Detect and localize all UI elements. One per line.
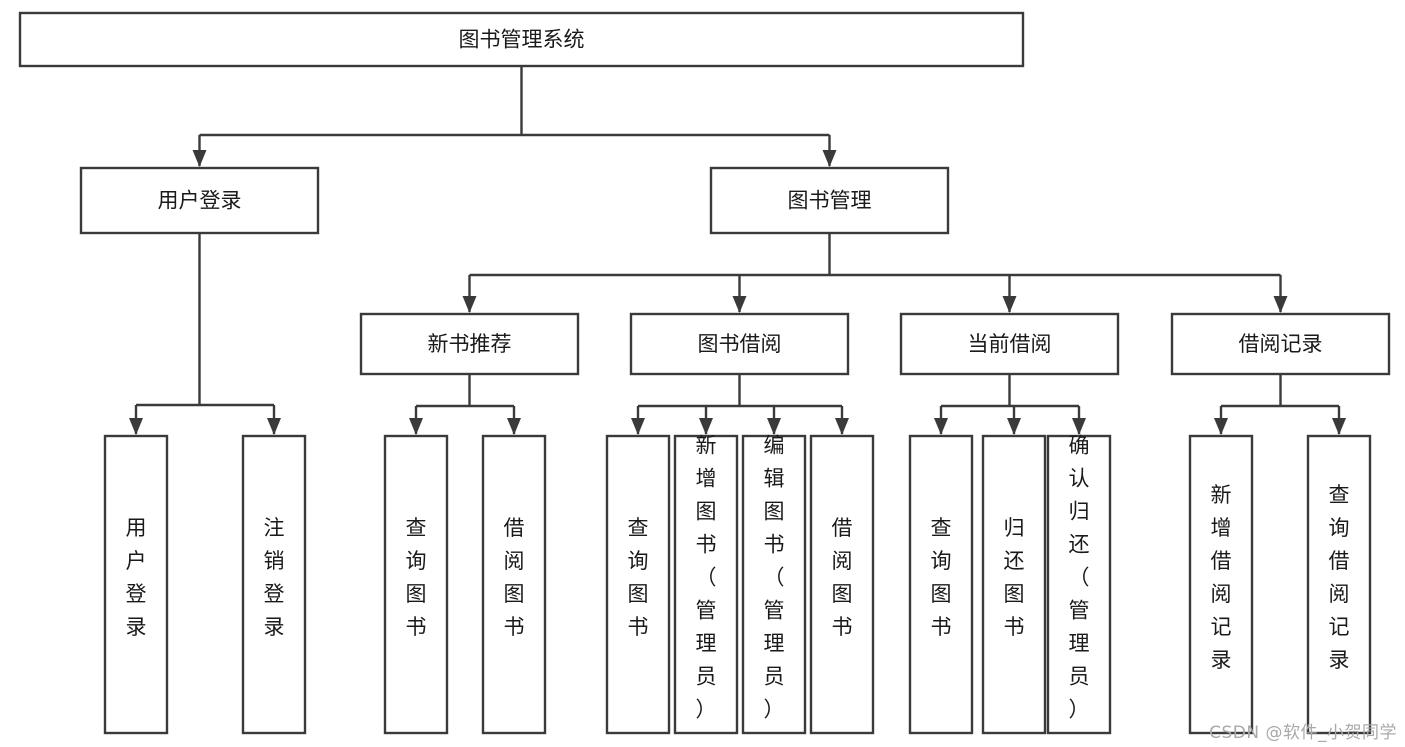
node-leaf-query-book-current[interactable]: 查询图书: [908, 434, 974, 735]
node-leaf-add-book-admin[interactable]: 新增图书（管理员）: [673, 434, 739, 735]
nodes-layer: 图书管理系统用户登录图书管理新书推荐图书借阅当前借阅借阅记录用户登录注销登录查询…: [18, 11, 1391, 735]
node-leaf-borrow-book-rec[interactable]: 借阅图书: [481, 434, 547, 735]
node-root-book-management-system[interactable]: 图书管理系统: [18, 11, 1025, 68]
node-new-book-recommend[interactable]: 新书推荐: [359, 312, 580, 376]
node-label: 借阅图书: [504, 516, 525, 639]
node-leaf-query-book-borrow[interactable]: 查询图书: [605, 434, 671, 735]
node-label: 图书借阅: [698, 332, 782, 356]
arrow-head-icon: [192, 150, 207, 167]
node-leaf-return-book[interactable]: 归还图书: [981, 434, 1047, 735]
node-leaf-add-borrow-record[interactable]: 新增借阅记录: [1188, 434, 1254, 735]
watermark-label: CSDN @软件_小贺同学: [1209, 723, 1397, 743]
node-label: 图书管理: [788, 189, 872, 213]
arrow-head-icon: [934, 418, 948, 435]
node-label: 确认归还（管理员）: [1069, 434, 1090, 722]
arrow-head-icon: [631, 418, 645, 435]
node-label: 图书管理系统: [459, 28, 585, 52]
node-label: 归还图书: [1004, 516, 1025, 639]
node-label: 查询图书: [628, 516, 649, 639]
connectors-layer: [129, 66, 1346, 435]
arrow-head-icon: [1273, 296, 1288, 313]
node-label: 用户登录: [126, 516, 147, 639]
node-label: 查询图书: [406, 516, 427, 639]
node-leaf-edit-book-admin[interactable]: 编辑图书（管理员）: [741, 434, 807, 735]
node-label: 借阅记录: [1239, 332, 1323, 356]
arrow-head-icon: [267, 418, 281, 435]
arrow-head-icon: [822, 150, 837, 167]
arrow-head-icon: [767, 418, 781, 435]
node-book-management[interactable]: 图书管理: [709, 166, 950, 235]
node-leaf-logout[interactable]: 注销登录: [241, 434, 307, 735]
node-leaf-user-login[interactable]: 用户登录: [103, 434, 169, 735]
node-label: 借阅图书: [832, 516, 853, 639]
arrow-head-icon: [1002, 296, 1017, 313]
node-label: 新书推荐: [428, 332, 512, 356]
node-label: 新增借阅记录: [1211, 483, 1232, 672]
arrow-head-icon: [409, 418, 423, 435]
arrow-head-icon: [1214, 418, 1228, 435]
arrow-head-icon: [732, 296, 747, 313]
node-label: 查询图书: [931, 516, 952, 639]
node-leaf-borrow-book[interactable]: 借阅图书: [809, 434, 875, 735]
arrow-head-icon: [507, 418, 521, 435]
arrow-head-icon: [699, 418, 713, 435]
node-book-borrow[interactable]: 图书借阅: [629, 312, 850, 376]
node-label: 当前借阅: [968, 332, 1052, 356]
node-user-login[interactable]: 用户登录: [79, 166, 320, 235]
node-label: 注销登录: [264, 516, 285, 639]
arrow-head-icon: [462, 296, 477, 313]
arrow-head-icon: [1332, 418, 1346, 435]
node-leaf-confirm-return-admin[interactable]: 确认归还（管理员）: [1046, 434, 1112, 735]
node-leaf-query-book-rec[interactable]: 查询图书: [383, 434, 449, 735]
arrow-head-icon: [129, 418, 143, 435]
node-label: 新增图书（管理员）: [696, 434, 717, 722]
node-label: 编辑图书（管理员）: [764, 434, 785, 722]
arrow-head-icon: [1007, 418, 1021, 435]
node-label: 用户登录: [158, 189, 242, 213]
arrow-head-icon: [835, 418, 849, 435]
node-current-borrow[interactable]: 当前借阅: [899, 312, 1120, 376]
node-leaf-query-borrow-record[interactable]: 查询借阅记录: [1306, 434, 1372, 735]
node-label: 查询借阅记录: [1329, 483, 1350, 672]
arrow-head-icon: [1072, 418, 1086, 435]
node-borrow-record[interactable]: 借阅记录: [1170, 312, 1391, 376]
